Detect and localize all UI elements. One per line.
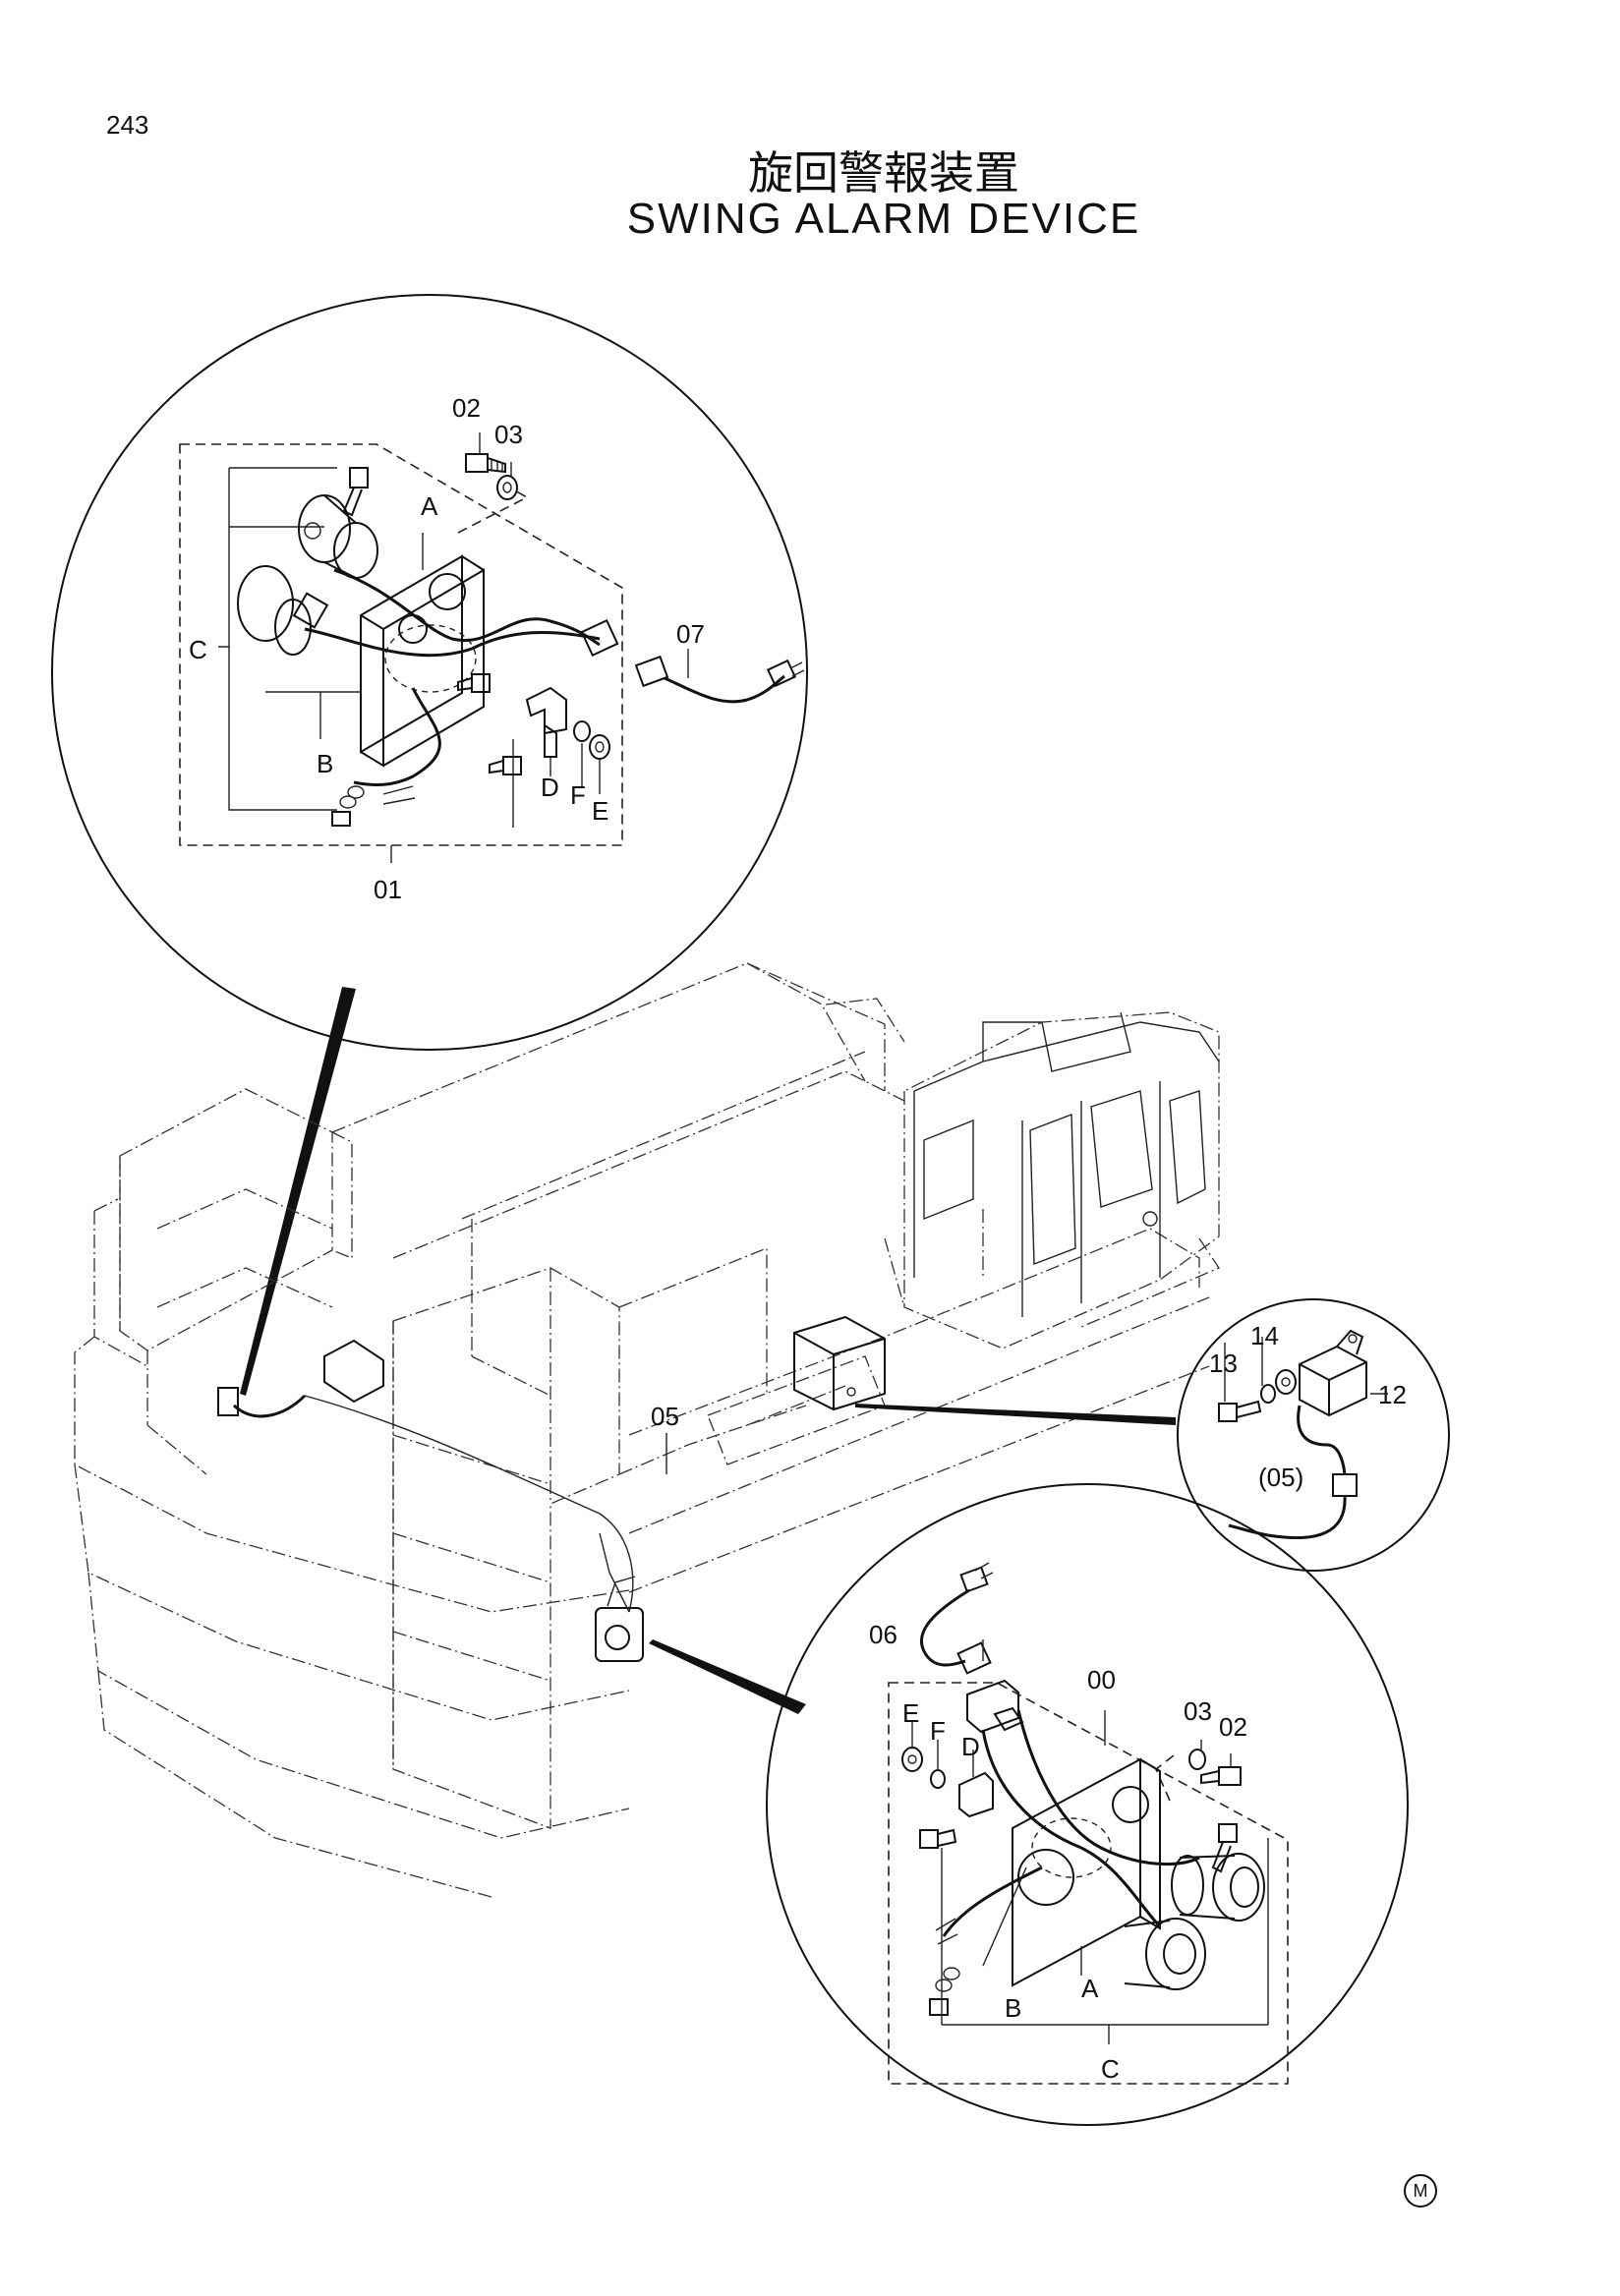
callout-03-top: 03 [494, 420, 523, 449]
rear-alarm [595, 1576, 644, 1662]
callout-05-ref: (05) [1258, 1463, 1303, 1492]
bottom-detail-pointer [649, 1639, 806, 1714]
harness-07 [634, 655, 805, 704]
callout-03-bottom: 03 [1184, 1696, 1212, 1726]
title-english: SWING ALARM DEVICE [626, 195, 1141, 243]
callout-05: 05 [651, 1402, 679, 1431]
bolt-02-top [465, 453, 506, 474]
washer-03-top [496, 475, 518, 500]
washer-14 [1260, 1384, 1276, 1404]
harness-06 [919, 1562, 994, 1675]
callout-c-bottom: C [1101, 2054, 1120, 2084]
callout-e-bottom: E [902, 1698, 919, 1728]
alarm-buzzer-bottom-right [1171, 1853, 1265, 1922]
callout-07: 07 [676, 619, 705, 649]
bottom-assembly-boundary [888, 1682, 1289, 2085]
callout-12: 12 [1378, 1380, 1407, 1409]
callout-f-bottom: F [930, 1716, 946, 1746]
bolt-lower [489, 756, 522, 775]
clip-d-top [525, 686, 567, 758]
callout-a-top: A [421, 491, 438, 521]
page-number: 243 [106, 110, 149, 140]
alarm-location-marker [217, 1387, 239, 1416]
callout-d-bottom: D [961, 1732, 980, 1761]
nut-lower-left [331, 785, 365, 827]
right-detail-circle [1177, 1298, 1450, 1572]
callout-b-bottom: B [1005, 1993, 1021, 2023]
title-japanese: 旋回警報装置 [748, 146, 1019, 200]
top-detail-pointer [240, 987, 356, 1396]
top-bracket-plate [360, 554, 463, 754]
bolt-bottom-right [1211, 1823, 1238, 1873]
nut-bottom-left [929, 1967, 960, 2016]
alarm-buzzer-lower [237, 565, 329, 656]
washer-03-bottom [1188, 1749, 1206, 1770]
excavator-upper-structure: 05 [74, 962, 1220, 1898]
callout-00: 00 [1087, 1665, 1116, 1694]
washer-f-top [573, 720, 591, 742]
washer-f-bottom [930, 1769, 946, 1789]
callout-14: 14 [1250, 1321, 1279, 1350]
callout-01: 01 [374, 875, 402, 904]
callout-b-top: B [317, 749, 333, 778]
callout-c-top: C [189, 635, 207, 664]
alarm-buzzer-upper [298, 494, 378, 579]
bolt-02-bottom [1200, 1766, 1242, 1786]
bolt-bottom-left [919, 1828, 957, 1849]
bottom-detail-circle [766, 1483, 1409, 2126]
callout-06: 06 [869, 1620, 897, 1649]
clip-d-bottom [958, 1771, 994, 1818]
top-assembly-boundary [179, 443, 623, 846]
bolt-upper-left [342, 467, 369, 517]
connector-relay [1332, 1473, 1358, 1497]
callout-d-top: D [541, 773, 559, 802]
alarm-buzzer-bottom-center [1124, 1918, 1206, 1990]
manufacturer-mark: M [1404, 2174, 1437, 2208]
callout-13: 13 [1209, 1349, 1238, 1378]
callout-a-bottom: A [1081, 1974, 1099, 2003]
top-detail-view: 02 03 A C 07 B D F E 01 [51, 294, 808, 1051]
bottom-detail-view: 06 00 03 02 E F D A B C [766, 1483, 1409, 2126]
top-detail-circle [51, 294, 808, 1051]
callout-f-top: F [570, 780, 586, 810]
bolt-middle [457, 673, 491, 693]
right-detail-view: 12 13 14 (05) [1177, 1298, 1450, 1572]
callout-e-top: E [592, 796, 608, 826]
nut-e-top [589, 734, 610, 760]
bolt-13 [1218, 1400, 1262, 1422]
relay-12 [1275, 1329, 1367, 1417]
right-detail-pointer [855, 1404, 1176, 1425]
callout-02-top: 02 [452, 393, 481, 423]
nut-e-bottom [901, 1747, 923, 1772]
callout-02-bottom: 02 [1219, 1712, 1247, 1742]
